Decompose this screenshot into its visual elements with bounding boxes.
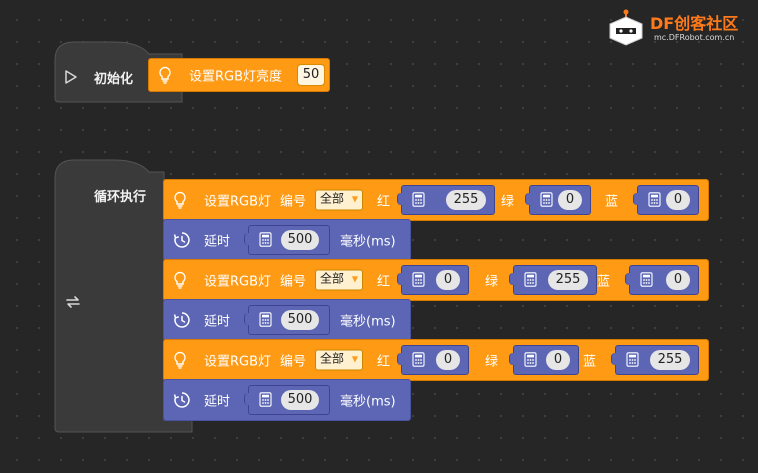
brand-logo: DF创客社区 mc.DFRobot.com.cn — [604, 8, 754, 48]
logo-url: mc.DFRobot.com.cn — [654, 33, 735, 42]
logo-text: DF创客社区 — [650, 14, 739, 33]
green-value[interactable]: 0 — [558, 190, 582, 210]
blue-value-block[interactable]: 255 — [611, 345, 699, 375]
timer-icon — [173, 392, 190, 408]
delay-value[interactable]: 500 — [281, 390, 319, 410]
set-brightness-block[interactable]: 设置RGB灯亮度 50 — [148, 58, 330, 92]
calculator-icon — [626, 352, 639, 367]
green-value-block[interactable]: 255 — [509, 265, 597, 295]
loop-block[interactable]: 循环执行 — [54, 158, 194, 434]
red-value-block[interactable]: 255 — [397, 185, 495, 215]
set-rgb-label: 设置RGB灯 — [204, 194, 272, 210]
loop-arrows-icon — [66, 296, 80, 308]
lightbulb-icon — [174, 351, 186, 369]
delay-label: 延时 — [204, 234, 231, 250]
red-value[interactable]: 255 — [446, 190, 486, 210]
number-label: 编号 — [280, 354, 307, 370]
set-rgb-label: 设置RGB灯 — [204, 354, 272, 370]
delay-value-block[interactable]: 500 — [244, 305, 330, 335]
delay-value[interactable]: 500 — [281, 230, 319, 250]
calculator-icon — [540, 192, 553, 207]
green-value-block[interactable]: 0 — [509, 345, 579, 375]
delay-block[interactable]: 延时 500 毫秒(ms) — [163, 299, 411, 341]
red-value[interactable]: 0 — [436, 270, 460, 290]
calculator-icon — [640, 272, 653, 287]
red-label: 红 — [377, 354, 391, 370]
blue-value-block[interactable]: 0 — [633, 185, 699, 215]
green-value[interactable]: 255 — [548, 270, 588, 290]
dropdown-value: 全部 — [320, 271, 345, 286]
blue-label: 蓝 — [597, 274, 611, 290]
set-rgb-label: 设置RGB灯 — [204, 274, 272, 290]
play-icon — [65, 70, 77, 84]
led-number-dropdown[interactable]: 全部 ▼ — [315, 269, 364, 291]
number-label: 编号 — [280, 274, 307, 290]
loop-block-shape — [54, 159, 193, 433]
set-rgb-block[interactable]: 设置RGB灯编号全部 ▼ 红 255 绿 0 蓝 0 — [163, 179, 709, 221]
led-number-dropdown[interactable]: 全部 ▼ — [315, 189, 364, 211]
delay-value[interactable]: 500 — [281, 310, 319, 330]
red-value-block[interactable]: 0 — [397, 345, 469, 375]
robot-logo-icon — [609, 9, 643, 46]
delay-label: 延时 — [204, 394, 231, 410]
green-label: 绿 — [501, 194, 515, 210]
loop-label: 循环执行 — [94, 190, 147, 205]
calculator-icon — [412, 192, 425, 207]
red-value-block[interactable]: 0 — [397, 265, 469, 295]
set-rgb-block[interactable]: 设置RGB灯编号全部 ▼ 红 0 绿 255 蓝 0 — [163, 259, 709, 301]
calculator-icon — [412, 352, 425, 367]
green-value-block[interactable]: 0 — [525, 185, 591, 215]
lightbulb-icon — [174, 271, 186, 289]
dropdown-value: 全部 — [320, 191, 345, 206]
green-label: 绿 — [485, 274, 499, 290]
blue-value[interactable]: 255 — [650, 350, 690, 370]
delay-unit: 毫秒(ms) — [340, 234, 396, 250]
red-label: 红 — [377, 274, 391, 290]
calculator-icon — [524, 352, 537, 367]
lightbulb-icon — [174, 191, 186, 209]
red-value[interactable]: 0 — [436, 350, 460, 370]
delay-value-block[interactable]: 500 — [244, 225, 330, 255]
delay-label: 延时 — [204, 314, 231, 330]
delay-block[interactable]: 延时 500 毫秒(ms) — [163, 379, 411, 421]
red-label: 红 — [377, 194, 391, 210]
init-label: 初始化 — [94, 72, 134, 87]
timer-icon — [173, 232, 190, 248]
calculator-icon — [524, 272, 537, 287]
delay-value-block[interactable]: 500 — [244, 385, 330, 415]
delay-unit: 毫秒(ms) — [340, 394, 396, 410]
calculator-icon — [259, 232, 272, 247]
green-label: 绿 — [485, 354, 499, 370]
number-label: 编号 — [280, 194, 307, 210]
blue-value[interactable]: 0 — [666, 190, 690, 210]
delay-unit: 毫秒(ms) — [340, 314, 396, 330]
calculator-icon — [648, 192, 661, 207]
set-brightness-label: 设置RGB灯亮度 — [189, 69, 283, 85]
dropdown-value: 全部 — [320, 351, 345, 366]
dropdown-arrow-icon: ▼ — [351, 354, 359, 364]
calculator-icon — [259, 312, 272, 327]
delay-block[interactable]: 延时 500 毫秒(ms) — [163, 219, 411, 261]
dropdown-arrow-icon: ▼ — [351, 274, 359, 284]
timer-icon — [173, 312, 190, 328]
lightbulb-icon — [159, 66, 171, 84]
calculator-icon — [412, 272, 425, 287]
brightness-value[interactable]: 50 — [297, 64, 325, 86]
dropdown-arrow-icon: ▼ — [351, 194, 359, 204]
blue-label: 蓝 — [605, 194, 619, 210]
blue-label: 蓝 — [583, 354, 597, 370]
led-number-dropdown[interactable]: 全部 ▼ — [315, 349, 364, 371]
blue-value-block[interactable]: 0 — [625, 265, 699, 295]
blue-value[interactable]: 0 — [666, 270, 690, 290]
green-value[interactable]: 0 — [546, 350, 570, 370]
calculator-icon — [259, 392, 272, 407]
